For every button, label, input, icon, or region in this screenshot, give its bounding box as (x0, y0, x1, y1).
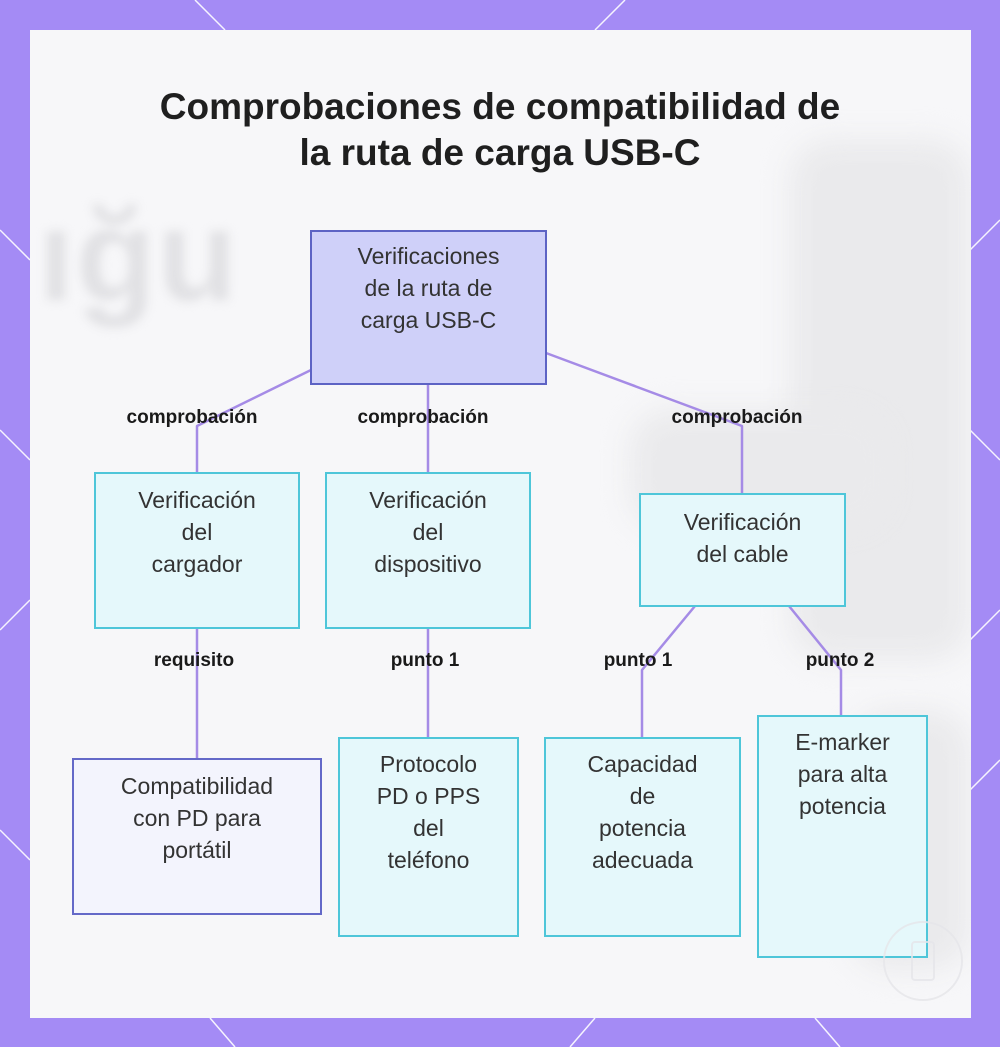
node-text: del (181, 519, 213, 545)
connector-root-charger (195, 368, 312, 473)
edge-label-device-phone: punto 1 (390, 650, 460, 671)
node-text: carga USB-C (360, 307, 497, 333)
diagram-title: Comprobaciones de compatibilidad de la r… (0, 84, 1000, 176)
node-charger-check: Verificación del cargador (94, 472, 300, 629)
node-text: del cable (696, 541, 789, 567)
node-cable-check: Verificación del cable (639, 493, 846, 607)
node-power-capacity: Capacidad de potencia adecuada (544, 737, 741, 937)
edge-label-root-device: comprobación (357, 407, 489, 428)
edge-label-cable-emarker: punto 2 (805, 650, 875, 671)
node-phone-protocol: Protocolo PD o PPS del teléfono (338, 737, 519, 937)
edge-label-charger-laptop: requisito (153, 650, 235, 671)
node-text: dispositivo (374, 551, 482, 577)
connector-cable-capacity (640, 605, 696, 737)
connector-cable-emarker (788, 605, 843, 716)
title-line-1: Comprobaciones de compatibilidad de (159, 86, 841, 127)
node-text: Verificaciones (357, 243, 500, 269)
node-text: de (629, 783, 656, 809)
node-text: E-marker (795, 729, 890, 755)
node-text: portátil (162, 837, 232, 863)
node-text: potencia (799, 793, 886, 819)
node-text: cargador (151, 551, 243, 577)
node-text: con PD para (133, 805, 261, 831)
node-root-usb-c-checks: Verificaciones de la ruta de carga USB-C (310, 230, 547, 385)
node-text: PD o PPS (376, 783, 481, 809)
edge-label-cable-capacity: punto 1 (603, 650, 673, 671)
edge-label-root-cable: comprobación (671, 407, 803, 428)
node-text: de la ruta de (364, 275, 493, 301)
connector-root-cable (545, 351, 744, 494)
logo-seal (883, 921, 963, 1001)
node-text: Verificación (369, 487, 487, 513)
background-watermark: ığu (38, 182, 239, 328)
node-text: para alta (797, 761, 888, 787)
node-text: Verificación (683, 509, 802, 535)
node-text: Verificación (138, 487, 256, 513)
node-emarker: E-marker para alta potencia (757, 715, 928, 958)
node-text: adecuada (591, 847, 694, 873)
title-line-2: la ruta de carga USB-C (299, 132, 701, 173)
edge-label-root-charger: comprobación (126, 407, 258, 428)
node-text: del (412, 519, 444, 545)
node-text: potencia (599, 815, 686, 841)
node-text: Protocolo (379, 751, 478, 777)
node-laptop-pd-compatibility: Compatibilidad con PD para portátil (72, 758, 322, 915)
node-text: Compatibilidad (120, 773, 274, 799)
node-text: del (413, 815, 444, 841)
node-text: Capacidad (587, 751, 698, 777)
node-text: teléfono (387, 847, 470, 873)
node-device-check: Verificación del dispositivo (325, 472, 531, 629)
